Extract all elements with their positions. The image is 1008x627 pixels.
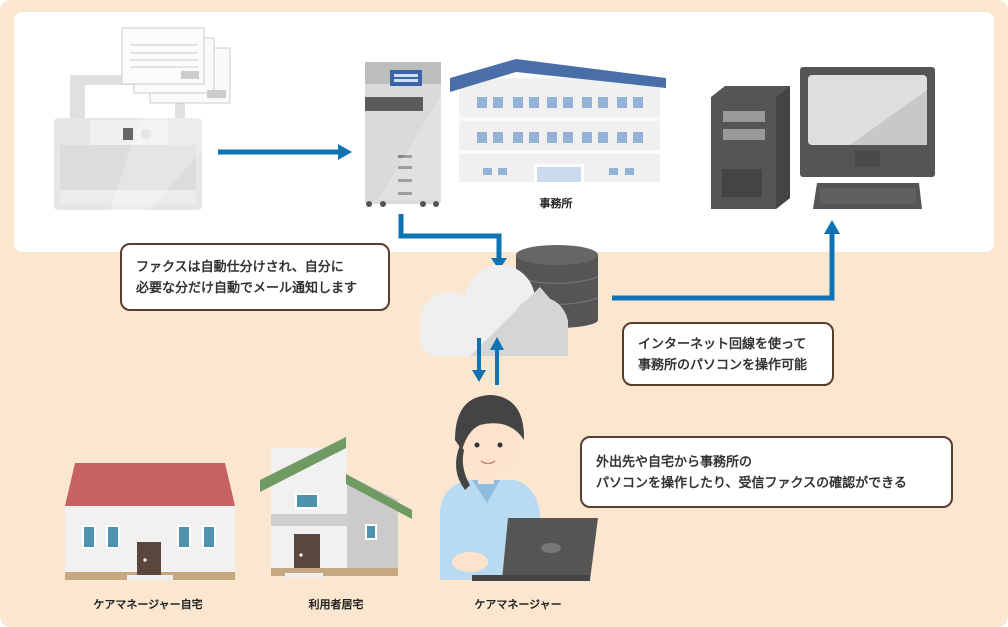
office-label: 事務所 (539, 197, 573, 210)
callout-remote-line: 外出先や自宅から事務所の (596, 455, 753, 470)
multifunction-printer-icon (365, 62, 441, 207)
user-home-label: 利用者居宅 (308, 598, 364, 611)
arrow-cloud-to-pc (612, 220, 840, 301)
care-manager-label: ケアマネージャー (474, 598, 562, 611)
user-home-icon (260, 437, 412, 578)
callout-fax-sort-line: 必要な分だけ自動でメール通知します (136, 281, 358, 296)
callout-internet-line: 事務所のパソコンを操作可能 (638, 358, 808, 373)
callout-internet: インターネット回線を使って 事務所のパソコンを操作可能 (622, 322, 834, 386)
arrow-fax-to-office (218, 144, 352, 160)
callout-remote: 外出先や自宅から事務所の パソコンを操作したり、受信ファクスの確認ができる (580, 436, 953, 508)
care-manager-home-icon (65, 463, 235, 580)
callout-internet-line: インターネット回線を使って (638, 337, 807, 352)
care-manager-person-icon (440, 395, 598, 581)
cloud-icon (420, 265, 568, 356)
callout-fax-sort-line: ファクスは自動仕分けされ、自分に (136, 260, 344, 275)
care-manager-home-label: ケアマネージャー自宅 (93, 598, 203, 611)
callout-remote-line: パソコンを操作したり、受信ファクスの確認ができる (596, 476, 907, 491)
office-building-icon (450, 59, 666, 182)
fax-document-icon (121, 27, 231, 104)
desktop-pc-icon (711, 67, 935, 209)
arrow-office-to-cloud (398, 214, 507, 270)
callout-fax-sort: ファクスは自動仕分けされ、自分に 必要な分だけ自動でメール通知します (120, 243, 390, 311)
arrow-cloud-person (472, 337, 504, 385)
fax-machine-icon (54, 27, 231, 210)
